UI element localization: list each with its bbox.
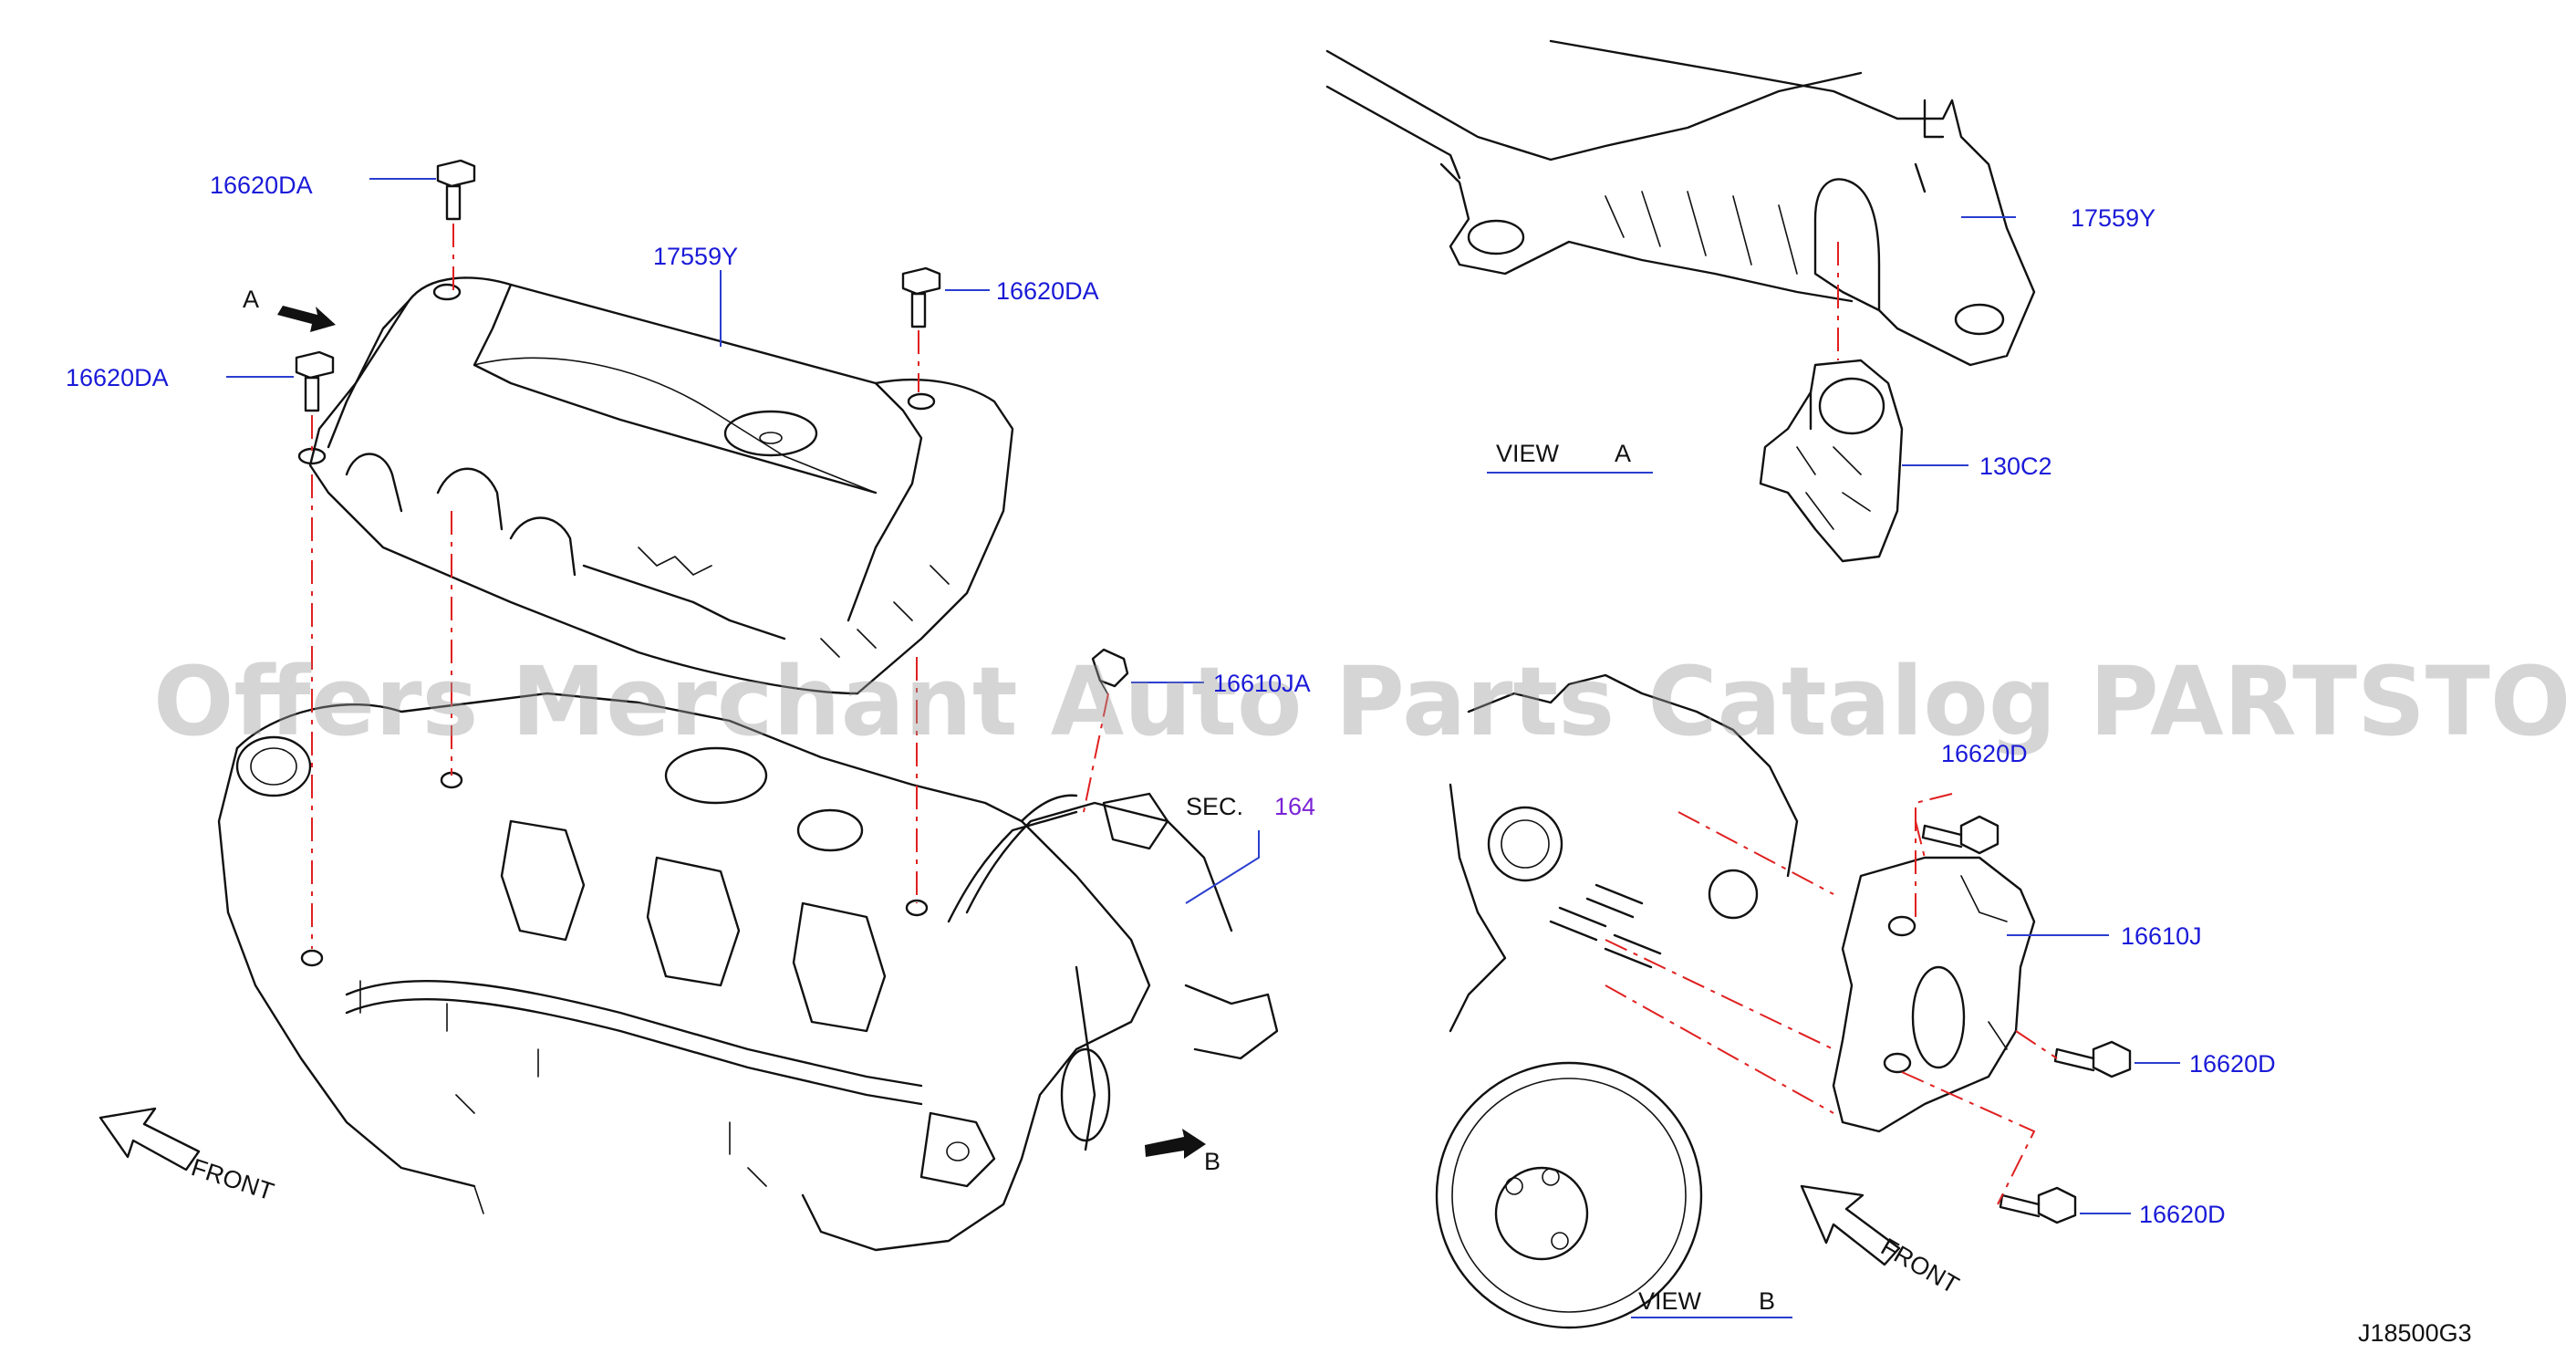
callout-bracket-view-a: 130C2 <box>1979 453 2052 480</box>
front-label-right: FRONT <box>1876 1233 1964 1298</box>
front-arrow-icon <box>99 1107 201 1172</box>
front-arrow-icon <box>1800 1184 1901 1266</box>
callout-bolt-top: 16620DA <box>210 172 313 199</box>
section-number-link[interactable]: 164 <box>1274 793 1315 820</box>
arrow-a-icon <box>277 306 336 332</box>
arrow-b-label: B <box>1204 1148 1220 1175</box>
bolt-icon <box>1921 815 2000 855</box>
diagram-id: J18500G3 <box>2358 1319 2472 1347</box>
engine-cover-illustration <box>99 159 1279 1252</box>
callout-view-b-bolt-top: 16620D <box>1941 740 2028 767</box>
callout-cover-main: 17559Y <box>653 243 738 270</box>
bolt-icon <box>1999 1186 2077 1224</box>
arrow-b-icon <box>1145 1129 1206 1159</box>
callout-view-b-bolt-bottom: 16620D <box>2139 1201 2226 1228</box>
view-a-word: VIEW <box>1496 440 1560 467</box>
watermark: Offers Merchant Auto Parts Catalog PARTS… <box>153 646 2576 757</box>
view-b-illustration <box>1435 673 2180 1329</box>
callout-cover-view-a: 17559Y <box>2071 204 2155 232</box>
callout-view-b-bolt-mid: 16620D <box>2189 1050 2276 1078</box>
front-label-left: FRONT <box>188 1153 277 1205</box>
bolt-icon <box>295 350 335 412</box>
callout-bolt-left: 16620DA <box>66 364 169 391</box>
bolt-icon <box>436 159 476 221</box>
section-prefix: SEC. <box>1186 793 1243 820</box>
arrow-a-label: A <box>243 286 259 313</box>
callout-bolt-right: 16620DA <box>996 277 1099 305</box>
view-b-word: VIEW <box>1638 1287 1702 1315</box>
view-b-letter: B <box>1759 1287 1775 1315</box>
callout-view-b-bracket: 16610J <box>2121 922 2202 950</box>
callout-clip: 16610JA <box>1213 670 1311 697</box>
view-a-letter: A <box>1615 440 1631 467</box>
bolt-icon <box>901 266 941 328</box>
view-a-illustration <box>1325 39 2036 563</box>
bolt-icon <box>2053 1040 2132 1078</box>
